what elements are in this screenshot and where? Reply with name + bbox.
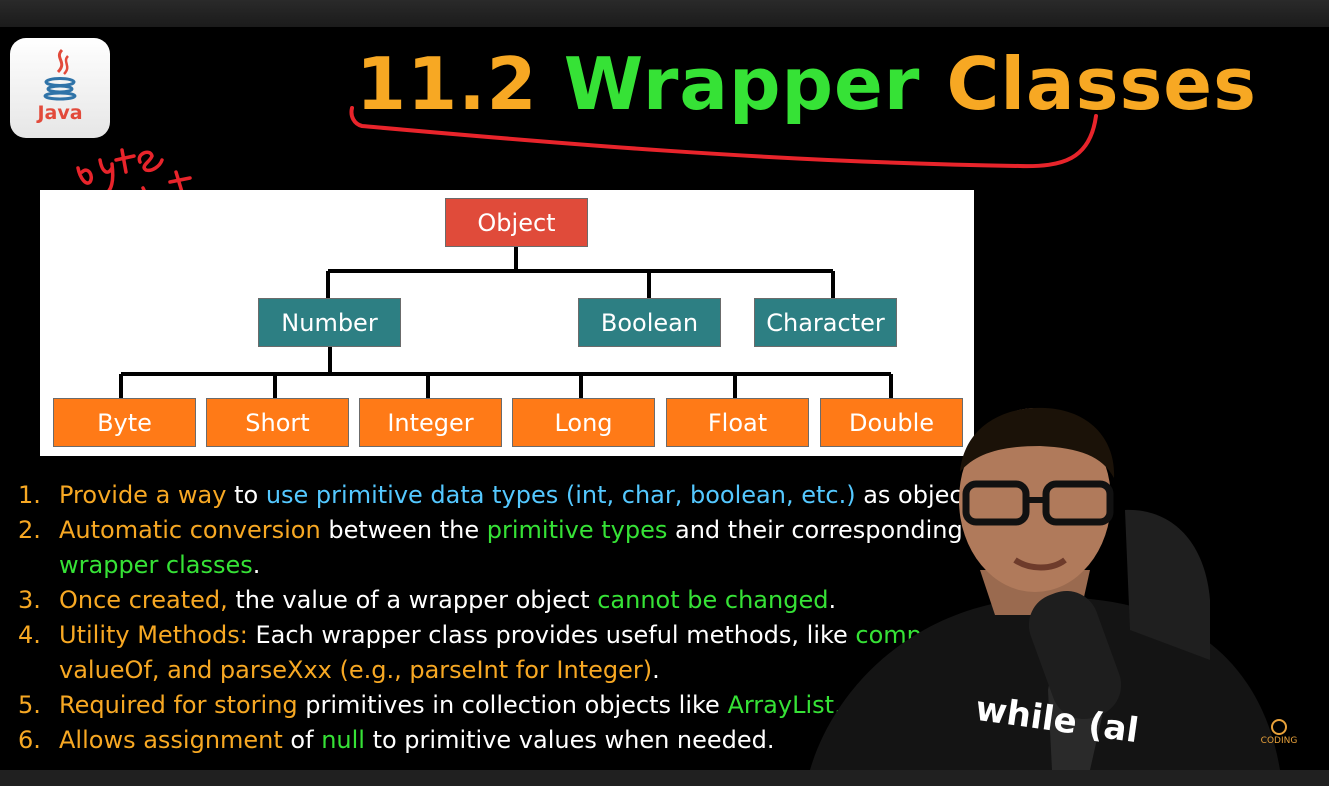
title-word-wrapper: Wrapper: [563, 42, 921, 126]
list-item-text: primitive types: [486, 516, 668, 544]
list-item-text: wrapper classes: [59, 551, 253, 579]
list-item-continuation: valueOf, and parseXxx (e.g., parseInt fo…: [18, 653, 998, 688]
list-item-text: Automatic conversion: [59, 516, 321, 544]
wrapper-class-hierarchy-diagram: Object Number Boolean Character Byte Sho…: [40, 190, 974, 456]
list-item-text: valueOf, and parseXxx (e.g., parseInt fo…: [59, 656, 653, 684]
list-item-text: Required for storing: [59, 691, 298, 719]
node-character: Character: [754, 298, 897, 347]
list-item-text: of: [282, 726, 322, 754]
list-item-text: to: [226, 481, 266, 509]
watermark-label: CODING: [1260, 736, 1298, 746]
title-number: 11.2: [356, 42, 538, 126]
list-item-text: null: [321, 726, 365, 754]
list-item-number: 2.: [18, 516, 41, 544]
list-item: 6. Allows assignment of null to primitive…: [18, 723, 998, 758]
video-bottom-bar: [0, 770, 1329, 786]
presenter-video-overlay: [810, 407, 1280, 770]
list-item-text: cannot be changed: [597, 586, 829, 614]
node-short: Short: [206, 398, 349, 447]
list-item-text: Each wrapper class provides useful metho…: [247, 621, 856, 649]
list-item-number: 4.: [18, 621, 41, 649]
diagram-connector-lines: [119, 247, 893, 398]
benefits-list: 1. Provide a way to use primitive data ty…: [18, 478, 998, 758]
list-item-number: 6.: [18, 726, 41, 754]
list-item-text: .: [252, 551, 261, 579]
list-item-text: to primitive values when needed.: [364, 726, 775, 754]
node-byte: Byte: [53, 398, 196, 447]
node-long: Long: [512, 398, 655, 447]
list-item-text: the value of a wrapper object: [227, 586, 598, 614]
list-item-text: Utility Methods:: [59, 621, 248, 649]
list-item-text: .: [828, 586, 837, 614]
list-item-number: 3.: [18, 586, 41, 614]
list-item-number: 5.: [18, 691, 41, 719]
slide-title: 11.2 Wrapper Classes: [356, 44, 1257, 124]
list-item-text: Allows assignment: [59, 726, 283, 754]
list-item: 2. Automatic conversion between the primi…: [18, 513, 998, 548]
java-logo-text: Java: [37, 102, 83, 124]
list-item-number: 1.: [18, 481, 41, 509]
channel-watermark: CODING: [1260, 718, 1298, 752]
node-double: Double: [820, 398, 963, 447]
node-float: Float: [666, 398, 809, 447]
node-object: Object: [445, 198, 588, 247]
java-logo: Java: [10, 38, 110, 138]
list-item-text: primitives in collection objects like: [297, 691, 728, 719]
node-integer: Integer: [359, 398, 502, 447]
list-item-continuation: wrapper classes.: [18, 548, 998, 583]
node-boolean: Boolean: [578, 298, 721, 347]
list-item: 3. Once created, the value of a wrapper o…: [18, 583, 998, 618]
node-number: Number: [258, 298, 401, 347]
java-cup-icon: [43, 48, 77, 101]
video-top-bar: [0, 0, 1329, 27]
list-item-text: Once created,: [59, 586, 228, 614]
list-item-text: use primitive data types (int, char, boo…: [265, 481, 856, 509]
watermark-face-icon: [1271, 719, 1287, 735]
list-item-text: .: [652, 656, 660, 684]
list-item-text: between the: [320, 516, 487, 544]
title-word-classes: Classes: [946, 42, 1257, 126]
list-item-text: and their corresponding: [667, 516, 963, 544]
list-item-text: Provide a way: [59, 481, 227, 509]
